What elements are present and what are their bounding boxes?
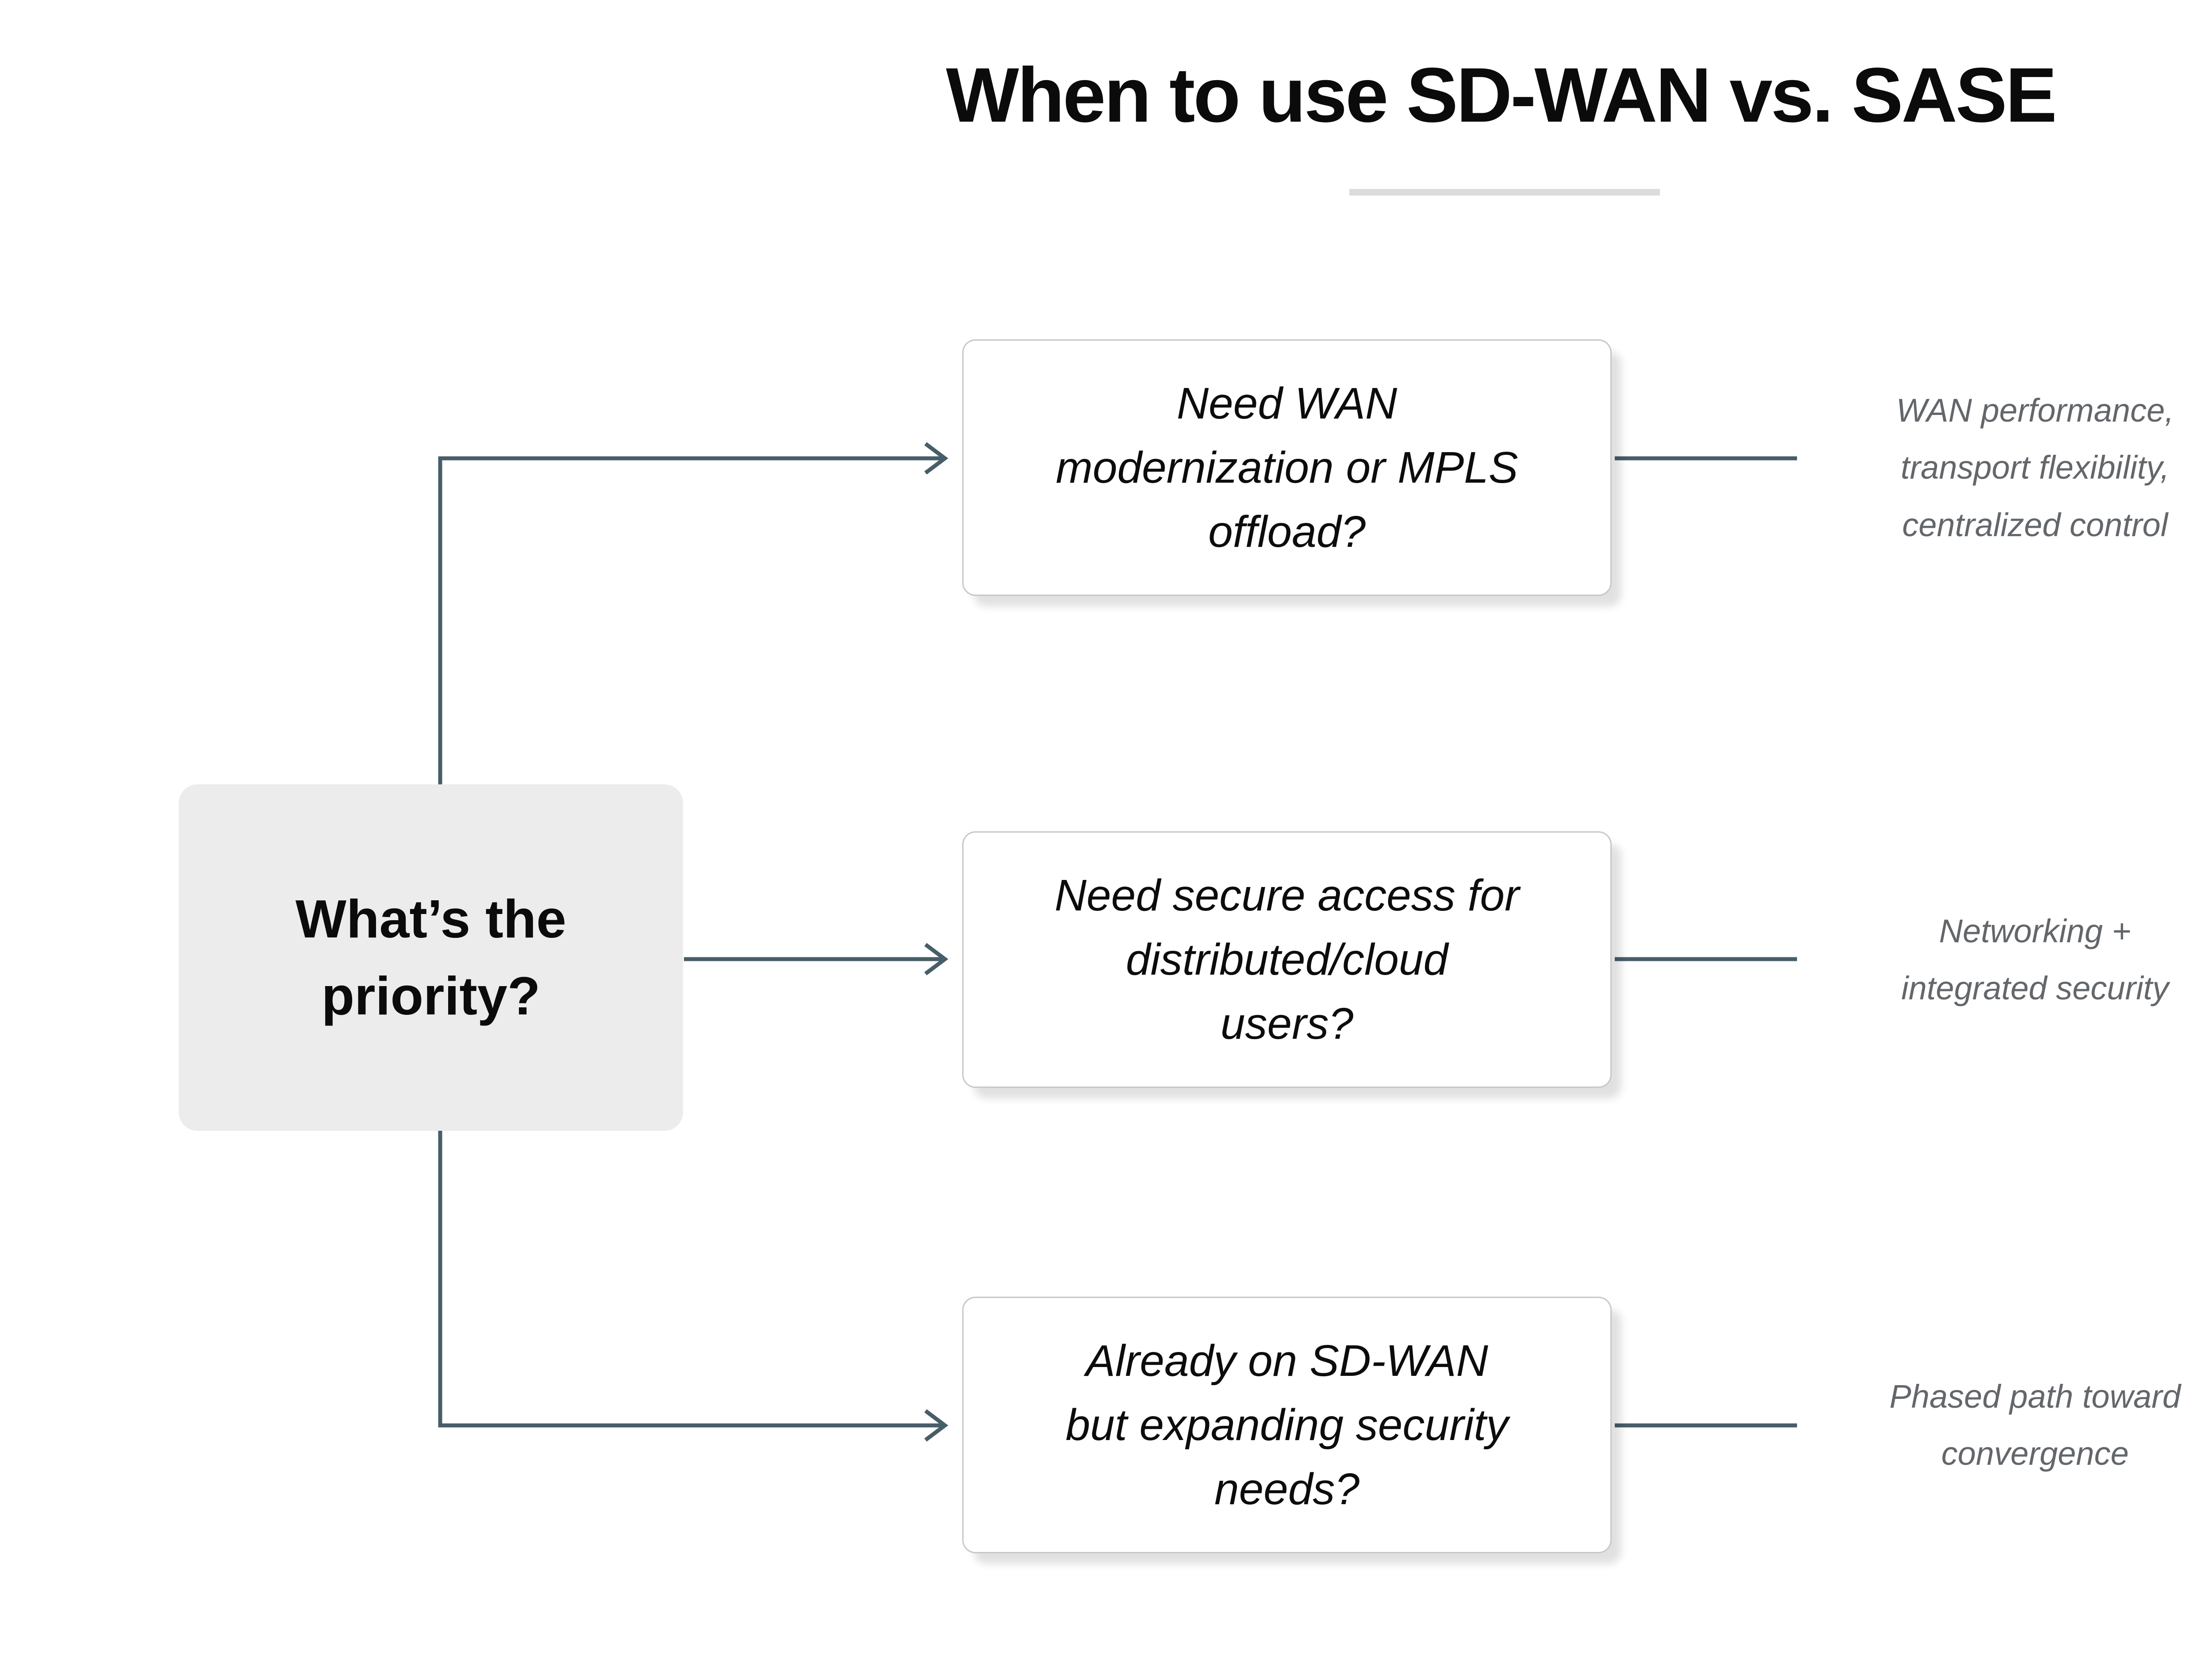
benefit-label-container: Networking + integrated security (1805, 831, 2212, 1088)
arrowhead-question-1-icon (924, 442, 949, 475)
page-title: When to use SD-WAN vs. SASE (946, 52, 2057, 138)
arrowhead-question-3-icon (924, 1409, 949, 1442)
benefit-label: WAN performance, transport flexibility, … (1896, 392, 2174, 543)
question-label: Need secure access for distributed/cloud… (1054, 870, 1520, 1048)
question-box-sase: Need secure access for distributed/cloud… (962, 831, 1612, 1088)
question-label: Need WAN modernization or MPLS offload? (1056, 378, 1518, 557)
question-box-sdwan: Need WAN modernization or MPLS offload? (962, 339, 1612, 596)
question-box-extend-sase: Already on SD-WAN but expanding security… (962, 1297, 1612, 1553)
question-label: Already on SD-WAN but expanding security… (1065, 1336, 1509, 1514)
connector-root-to-question-3 (438, 1131, 945, 1428)
benefit-label-container: Phased path toward convergence (1805, 1297, 2212, 1553)
arrowhead-question-2-icon (924, 943, 949, 975)
title-divider (1349, 189, 1660, 196)
benefit-label-container: WAN performance, transport flexibility, … (1805, 339, 2212, 596)
connector-root-to-question-1 (438, 456, 945, 784)
benefit-label: Networking + integrated security (1901, 912, 2169, 1007)
root-question-label: What’s the priority? (295, 889, 567, 1026)
root-question-box: What’s the priority? (179, 784, 683, 1131)
benefit-label: Phased path toward convergence (1889, 1378, 2181, 1472)
